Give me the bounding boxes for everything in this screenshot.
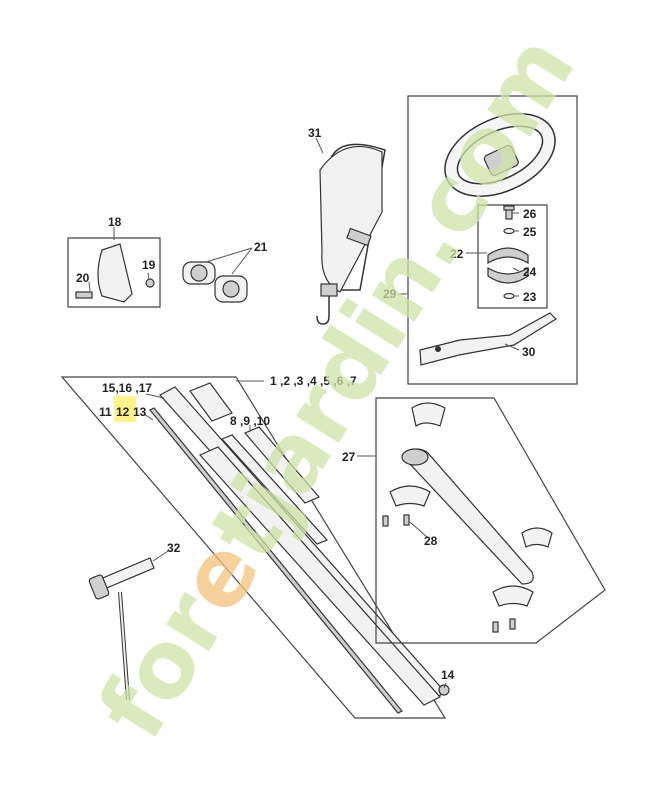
callout-23: 23: [523, 290, 537, 304]
callout-12: 12: [116, 405, 130, 419]
callout-15-17: 15,16 ,17: [102, 381, 152, 395]
loop-handle-icon: [444, 113, 556, 197]
callout-18: 18: [108, 215, 122, 229]
clamp-parts: [487, 205, 529, 300]
callout-27: 27: [342, 450, 356, 464]
grip-handle-icon: [75, 243, 155, 303]
callout-32: 32: [167, 541, 181, 555]
highlight-box: [114, 396, 136, 422]
callout-29: 29: [383, 287, 397, 301]
callout-25: 25: [523, 225, 537, 239]
rear-grip-frame: [67, 237, 161, 308]
harness-strap-icon: [316, 143, 386, 325]
leader-lines: [88, 137, 520, 689]
shaft-group-frame: [60, 376, 447, 719]
loop-handle-group-frame: [407, 95, 578, 385]
callout-14: 14: [441, 668, 455, 682]
callout-1-7: 1 ,2 ,3 ,4 ,5 ,6 ,7: [270, 374, 357, 388]
front-handle-grip-icon: [382, 402, 553, 633]
front-handle-frame: [375, 397, 606, 644]
callout-20: 20: [76, 271, 90, 285]
callout-26: 26: [523, 207, 537, 221]
callout-28: 28: [424, 534, 438, 548]
callout-31: 31: [308, 126, 322, 140]
spark-plug-wrench-icon: [88, 557, 155, 701]
callout-11: 11: [99, 405, 112, 419]
callout-30: 30: [522, 345, 536, 359]
drive-tube-icon: [149, 382, 450, 714]
callout-labels: 1 ,2 ,3 ,4 ,5 ,6 ,7 8 ,9 ,10 11 12 13 14…: [76, 126, 537, 682]
callout-13: 13: [133, 405, 147, 419]
callout-22: 22: [450, 247, 464, 261]
callout-19: 19: [142, 258, 156, 272]
handle-bracket-icon: [419, 312, 557, 366]
callout-24: 24: [523, 265, 537, 279]
callout-21: 21: [254, 240, 268, 254]
callout-8-10: 8 ,9 ,10: [230, 414, 270, 428]
tube-clips-icon: [182, 261, 248, 303]
